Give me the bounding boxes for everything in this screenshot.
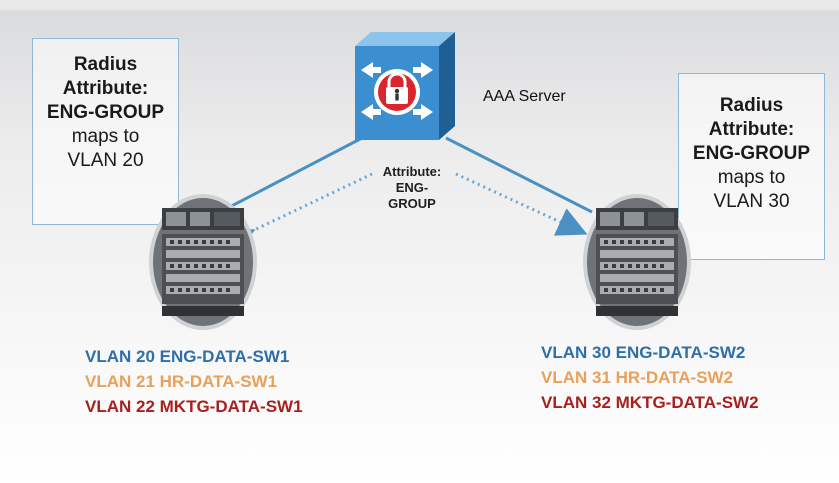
vlan-list-sw1: VLAN 20 ENG-DATA-SW1 VLAN 21 HR-DATA-SW1… <box>85 344 303 419</box>
callout-right-line4: maps to <box>717 167 786 188</box>
callout-right-line2: Attribute: <box>708 119 795 140</box>
link-server-to-sw2 <box>445 136 593 214</box>
callout-left-line2: Attribute: <box>62 78 149 99</box>
top-band <box>0 0 839 10</box>
callout-left-line4: maps to <box>71 126 140 147</box>
callout-left: Radius Attribute: ENG-GROUP maps to VLAN… <box>32 38 179 225</box>
callout-left-line1: Radius <box>73 54 138 75</box>
callout-right-line1: Radius <box>719 95 784 116</box>
aaa-server-label: AAA Server <box>483 88 566 105</box>
aaa-server-lock-icon <box>355 32 455 140</box>
vlan-item-eng-sw2: VLAN 30 ENG-DATA-SW2 <box>541 343 746 362</box>
callout-left-line5: VLAN 20 <box>67 150 144 171</box>
vlan-item-hr-sw1: VLAN 21 HR-DATA-SW1 <box>85 372 278 391</box>
attribute-label-line2: ENG- <box>395 180 429 195</box>
switch-sw1-icon <box>149 194 257 330</box>
attribute-label-line1: Attribute: <box>382 164 442 179</box>
callout-right-line3: ENG-GROUP <box>692 143 811 164</box>
link-server-to-sw1 <box>219 136 363 214</box>
attribute-link-label: Attribute: ENG- GROUP <box>370 164 454 212</box>
callout-right: Radius Attribute: ENG-GROUP maps to VLAN… <box>678 73 825 260</box>
vlan-item-eng-sw1: VLAN 20 ENG-DATA-SW1 <box>85 347 290 366</box>
vlan-item-mktg-sw2: VLAN 32 MKTG-DATA-SW2 <box>541 393 759 412</box>
callout-left-line3: ENG-GROUP <box>46 102 165 123</box>
attribute-arrow-right <box>455 172 588 236</box>
vlan-item-hr-sw2: VLAN 31 HR-DATA-SW2 <box>541 368 734 387</box>
attribute-arrow-left <box>221 172 373 256</box>
vlan-list-sw2: VLAN 30 ENG-DATA-SW2 VLAN 31 HR-DATA-SW2… <box>541 340 759 415</box>
attribute-label-line3: GROUP <box>388 196 436 211</box>
callout-right-line5: VLAN 30 <box>713 191 790 212</box>
switch-sw2-icon <box>583 194 691 330</box>
vlan-item-mktg-sw1: VLAN 22 MKTG-DATA-SW1 <box>85 397 303 416</box>
